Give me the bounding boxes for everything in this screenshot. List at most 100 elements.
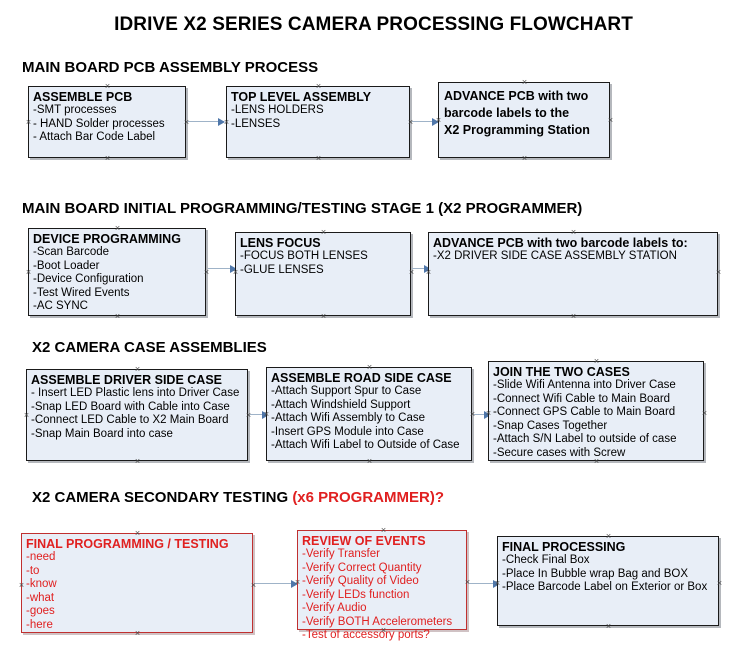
node-item: -to xyxy=(26,564,40,577)
node-item: -LENS HOLDERS xyxy=(231,104,324,116)
node-title: REVIEW OF EVENTS xyxy=(302,534,426,548)
connector-final-programming-to-review-of-events xyxy=(255,579,298,588)
node-item-list: -Check Final Box -Place In Bubble wrap B… xyxy=(498,554,718,595)
node-final-processing[interactable]: FINAL PROCESSING -Check Final Box -Place… xyxy=(497,536,719,626)
section-header-text: X2 CAMERA CASE ASSEMBLIES xyxy=(32,339,267,356)
node-item: -Snap Main Board into case xyxy=(31,427,173,440)
node-item: -know xyxy=(26,578,57,591)
node-item: -Snap LED Board with Cable into Case xyxy=(31,400,230,413)
section-header-main-board-pcb-assembly: MAIN BOARD PCB ASSEMBLY PROCESS xyxy=(22,59,318,76)
section-header-x2-camera-secondary-testing: X2 CAMERA SECONDARY TESTING (x6 PROGRAMM… xyxy=(32,489,444,506)
connection-handle-bottom[interactable] xyxy=(114,313,121,320)
connection-handle-right[interactable] xyxy=(715,269,722,276)
node-item: -Verify Audio xyxy=(302,602,367,615)
connector-top-level-assembly-to-advance-pcb xyxy=(412,117,439,126)
node-item: -Check Final Box xyxy=(502,554,590,566)
connector-assemble-pcb-to-top-level-assembly xyxy=(188,117,225,126)
connection-handle-bottom[interactable] xyxy=(104,155,111,162)
node-item-list: -FOCUS BOTH LENSES -GLUE LENSES xyxy=(236,250,410,277)
connector-road-side-to-join-cases xyxy=(474,410,491,419)
connector-device-programming-to-lens-focus xyxy=(208,264,237,273)
node-title: ASSEMBLE PCB xyxy=(33,90,133,104)
node-item: -here xyxy=(26,618,53,631)
node-item: -Verify Quality of Video xyxy=(302,575,419,588)
node-item: -Device Configuration xyxy=(33,273,144,286)
node-title: ADVANCE PCB with two barcode labels to: xyxy=(433,236,688,250)
node-device-programming[interactable]: DEVICE PROGRAMMING -Scan Barcode -Boot L… xyxy=(28,228,206,316)
node-final-programming-testing[interactable]: FINAL PROGRAMMING / TESTING -need -to -k… xyxy=(21,533,253,633)
section-header-accent-text: (x6 PROGRAMMER)? xyxy=(292,489,444,506)
arrowhead-icon xyxy=(493,579,500,588)
node-assemble-road-side-case[interactable]: ASSEMBLE ROAD SIDE CASE -Attach Support … xyxy=(266,367,472,461)
node-title: FINAL PROCESSING xyxy=(502,540,626,554)
node-item-list: -SMT processes - HAND Solder processes -… xyxy=(29,104,185,145)
node-item: -Test Wired Events xyxy=(33,286,130,299)
connection-handle-bottom[interactable] xyxy=(315,155,322,162)
node-item: -SMT processes xyxy=(33,104,117,116)
node-item-overflow: -Test of accessory ports? xyxy=(302,629,430,641)
section-header-x2-camera-case-assemblies: X2 CAMERA CASE ASSEMBLIES xyxy=(32,339,267,356)
node-item: -Attach S/N Label to outside of case xyxy=(493,433,677,446)
node-title: ASSEMBLE ROAD SIDE CASE xyxy=(271,371,452,385)
node-item: -Verify LEDs function xyxy=(302,588,410,601)
connection-handle-bottom[interactable] xyxy=(605,623,612,630)
node-item-list: -Slide Wifi Antenna into Driver Case -Co… xyxy=(489,379,703,461)
node-advance-pcb-to-driver-side-case[interactable]: ADVANCE PCB with two barcode labels to: … xyxy=(428,232,718,316)
arrowhead-icon xyxy=(484,410,491,419)
node-item: -goes xyxy=(26,605,55,618)
connection-handle-bottom[interactable] xyxy=(570,313,577,320)
node-item: - Insert LED Plastic lens into Driver Ca… xyxy=(31,387,240,399)
node-item: -Slide Wifi Antenna into Driver Case xyxy=(493,379,676,391)
connector-lens-focus-to-advance-pcb-driver-side xyxy=(412,264,431,273)
arrowhead-icon xyxy=(291,579,298,588)
connector-review-of-events-to-final-processing xyxy=(469,579,500,588)
node-advance-pcb-to-x2-programming-station[interactable]: ADVANCE PCB with two barcode labels to t… xyxy=(438,82,610,158)
node-item: -FOCUS BOTH LENSES xyxy=(240,250,368,262)
node-item: -Boot Loader xyxy=(33,259,100,272)
arrowhead-icon xyxy=(432,117,439,126)
node-item: -Verify Transfer xyxy=(302,548,380,560)
node-item-list: - Insert LED Plastic lens into Driver Ca… xyxy=(27,387,247,441)
node-lens-focus[interactable]: LENS FOCUS -FOCUS BOTH LENSES -GLUE LENS… xyxy=(235,232,411,316)
node-item-list: -LENS HOLDERS -LENSES xyxy=(227,104,409,131)
node-assemble-driver-side-case[interactable]: ASSEMBLE DRIVER SIDE CASE - Insert LED P… xyxy=(26,369,248,461)
node-item: -what xyxy=(26,591,55,604)
section-header-text: X2 CAMERA SECONDARY TESTING xyxy=(32,489,293,506)
node-item: -LENSES xyxy=(231,117,281,130)
node-item-list: -Attach Support Spur to Case -Attach Win… xyxy=(267,385,471,453)
node-item: -Place In Bubble wrap Bag and BOX xyxy=(502,567,689,580)
node-item: -Secure cases with Screw xyxy=(493,446,626,459)
connection-handle-bottom[interactable] xyxy=(366,458,373,465)
node-item: -Scan Barcode xyxy=(33,246,110,258)
node-item-list: -X2 DRIVER SIDE CASE ASSEMBLY STATION xyxy=(429,250,717,264)
node-join-the-two-cases[interactable]: JOIN THE TWO CASES -Slide Wifi Antenna i… xyxy=(488,361,704,461)
node-review-of-events[interactable]: REVIEW OF EVENTS -Verify Transfer -Verif… xyxy=(297,530,467,641)
node-item: -Insert GPS Module into Case xyxy=(271,425,424,438)
section-header-main-board-initial-programming: MAIN BOARD INITIAL PROGRAMMING/TESTING S… xyxy=(22,200,582,217)
node-item: -Attach Wifi Label to Outside of Case xyxy=(271,439,460,452)
node-title: ADVANCE PCB with two barcode labels to t… xyxy=(444,89,590,137)
node-item: - Attach Bar Code Label xyxy=(33,131,156,144)
section-header-text: MAIN BOARD INITIAL PROGRAMMING/TESTING S… xyxy=(22,200,583,217)
node-title: DEVICE PROGRAMMING xyxy=(33,232,181,246)
node-item: -GLUE LENSES xyxy=(240,263,324,276)
node-item: -Verify Correct Quantity xyxy=(302,561,422,574)
node-item: -Attach Support Spur to Case xyxy=(271,385,422,397)
node-item: -Place Barcode Label on Exterior or Box xyxy=(502,581,708,594)
node-title: JOIN THE TWO CASES xyxy=(493,365,630,379)
connection-handle-bottom[interactable] xyxy=(134,458,141,465)
node-item: -Connect GPS Cable to Main Board xyxy=(493,406,676,419)
node-item: - HAND Solder processes xyxy=(33,117,165,130)
node-item: -X2 DRIVER SIDE CASE ASSEMBLY STATION xyxy=(433,250,677,262)
node-assemble-pcb[interactable]: ASSEMBLE PCB -SMT processes - HAND Solde… xyxy=(28,86,186,158)
node-top-level-assembly[interactable]: TOP LEVEL ASSEMBLY -LENS HOLDERS -LENSES xyxy=(226,86,410,158)
arrowhead-icon xyxy=(230,264,237,273)
arrowhead-icon xyxy=(424,264,431,273)
arrowhead-icon xyxy=(262,410,269,419)
node-item: -AC SYNC xyxy=(33,300,88,313)
node-title: LENS FOCUS xyxy=(240,236,321,250)
node-item: -Attach Wifi Assembly to Case xyxy=(271,412,426,425)
node-title: ASSEMBLE DRIVER SIDE CASE xyxy=(31,373,223,387)
connection-handle-bottom[interactable] xyxy=(320,313,327,320)
connection-handle-bottom[interactable] xyxy=(521,155,528,162)
